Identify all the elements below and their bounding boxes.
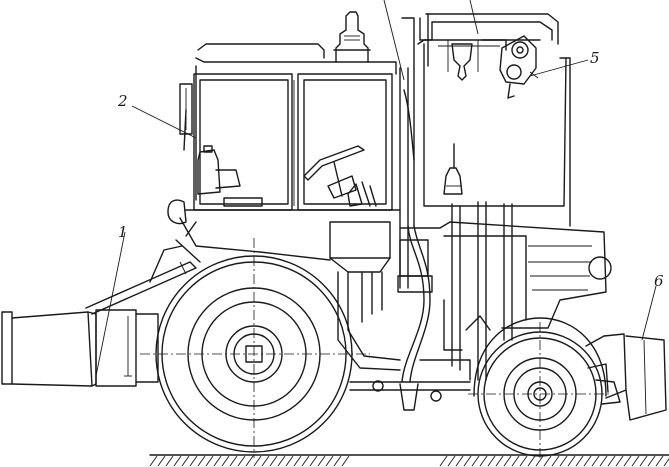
- ground-hatch-stroke: [333, 455, 342, 467]
- ground-hatch-stroke: [447, 455, 456, 467]
- ground-hatch-stroke: [221, 455, 230, 467]
- ground-hatch-stroke: [455, 455, 464, 467]
- ground-hatch-stroke: [559, 455, 568, 467]
- ground-hatch-stroke: [511, 455, 520, 467]
- ground-hatch-stroke: [269, 455, 278, 467]
- ground-hatch-stroke: [277, 455, 286, 467]
- ground-hatch-stroke: [623, 455, 632, 467]
- ground-hatch-stroke: [655, 455, 664, 467]
- ground-hatch-stroke: [487, 455, 496, 467]
- front-attachment: [585, 333, 667, 421]
- rear-wheel: [140, 238, 370, 458]
- callout-5: 5: [590, 49, 600, 67]
- ground-hatch-stroke: [165, 455, 174, 467]
- engine-housing: [329, 143, 612, 411]
- ground-hatch-stroke: [213, 455, 222, 467]
- ground-hatch-stroke: [639, 455, 648, 467]
- ground-hatch-stroke: [479, 455, 488, 467]
- ground-hatch-stroke: [301, 455, 310, 467]
- leader-lines: [95, 0, 657, 377]
- ground-hatch-stroke: [157, 455, 166, 467]
- ground-hatch-stroke: [181, 455, 190, 467]
- ground: [149, 454, 669, 467]
- ground-hatch-stroke: [189, 455, 198, 467]
- ground-hatch-stroke: [229, 455, 238, 467]
- front-wheel: [468, 317, 612, 458]
- callout-1: 1: [118, 223, 128, 241]
- rear-attachment: [1, 245, 197, 387]
- ground-hatch-stroke: [245, 455, 254, 467]
- ground-hatch-stroke: [663, 458, 669, 467]
- ground-hatch-stroke: [599, 455, 608, 467]
- ground-hatch-stroke: [325, 455, 334, 467]
- ground-hatch-stroke: [439, 455, 448, 467]
- ground-hatch-stroke: [285, 455, 294, 467]
- ground-hatch-stroke: [237, 455, 246, 467]
- ground-hatch-stroke: [253, 455, 262, 467]
- ground-hatch-stroke: [341, 455, 350, 467]
- ground-hatch-stroke: [535, 455, 544, 467]
- ground-hatch-stroke: [583, 455, 592, 467]
- ground-hatch-stroke: [543, 455, 552, 467]
- ground-hatch-stroke: [293, 455, 302, 467]
- ground-hatch-stroke: [575, 455, 584, 467]
- ground-hatch-stroke: [149, 455, 158, 467]
- ground-hatch-stroke: [317, 455, 326, 467]
- ground-hatch-stroke: [463, 455, 472, 467]
- ground-hatch-stroke: [591, 455, 600, 467]
- front-mast: [399, 13, 571, 289]
- ground-hatch-stroke: [205, 455, 214, 467]
- ground-hatch-stroke: [527, 455, 536, 467]
- ground-hatch-stroke: [173, 455, 182, 467]
- callout-6: 6: [654, 272, 664, 290]
- ground-hatch-stroke: [615, 455, 624, 467]
- ground-hatch-stroke: [471, 455, 480, 467]
- ground-hatch-stroke: [495, 455, 504, 467]
- ground-hatch-stroke: [503, 455, 512, 467]
- ground-hatch-stroke: [631, 455, 640, 467]
- ground-hatch-stroke: [519, 455, 528, 467]
- callout-2: 2: [117, 92, 128, 110]
- ground-hatch-stroke: [567, 455, 576, 467]
- ground-hatch-stroke: [551, 455, 560, 467]
- cab: [167, 11, 401, 263]
- ground-hatch-stroke: [197, 455, 206, 467]
- ground-hatch-stroke: [309, 455, 318, 467]
- ground-hatch-stroke: [261, 455, 270, 467]
- ground-hatch-stroke: [647, 455, 656, 467]
- ground-hatch-stroke: [607, 455, 616, 467]
